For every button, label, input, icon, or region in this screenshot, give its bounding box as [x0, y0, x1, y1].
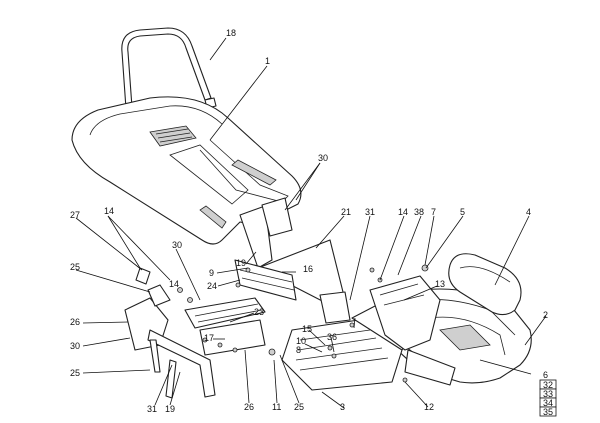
callout-15: 16 [303, 264, 313, 274]
callout-6: 6 [543, 370, 548, 380]
hardware [135, 264, 429, 399]
callout-29: 27 [70, 210, 80, 220]
callout-31-left: 31 [147, 404, 157, 414]
callout-17: 15 [302, 324, 312, 334]
callout-25: 25 [70, 368, 80, 378]
callout-23: 25 [294, 402, 304, 412]
callout-16: 17 [204, 333, 214, 343]
callout-26: 26 [244, 402, 254, 412]
callout-22: 23 [254, 307, 264, 317]
callout-18: 19 [236, 258, 246, 268]
callout-36: 36 [327, 332, 337, 342]
boxed-ref-32: 32 [543, 380, 553, 390]
hood-body [71, 96, 302, 245]
boxed-ref-34: 34 [543, 398, 553, 408]
callout-38: 38 [414, 207, 424, 217]
callout-14-left: 14 [104, 206, 114, 216]
callout-20: 18 [226, 28, 236, 38]
callout-10: 10 [296, 336, 306, 346]
callout-30-top: 30 [318, 153, 328, 163]
callout-13: 13 [435, 279, 445, 289]
callout-11: 11 [272, 402, 281, 412]
rear-bracket [124, 284, 216, 398]
boxed-ref-35: 35 [543, 407, 553, 417]
callout-31-top: 31 [365, 207, 375, 217]
seat-bracket [184, 297, 266, 356]
callout-30-left: 30 [70, 341, 80, 351]
callout-14-center: 14 [169, 279, 179, 289]
floor-panel [369, 275, 456, 386]
callout-14-right: 14 [398, 207, 408, 217]
callout-27: 26 [70, 317, 80, 327]
callout-labels: 18 1 30 27 14 30 19 9 24 16 25 23 17 26 … [70, 28, 548, 414]
boxed-ref-33: 33 [543, 389, 553, 399]
callout-4: 4 [526, 207, 531, 217]
callout-24: 24 [207, 281, 217, 291]
callout-12: 12 [424, 402, 434, 412]
callout-7: 7 [431, 207, 436, 217]
callout-19: 19 [165, 404, 175, 414]
callout-9: 9 [209, 268, 214, 278]
leader-lines [75, 37, 547, 409]
callout-5: 5 [460, 207, 465, 217]
callout-1: 1 [265, 56, 270, 66]
callout-2: 2 [543, 310, 548, 320]
callout-8: 8 [296, 345, 301, 355]
boxed-refs: 32 33 34 35 [539, 379, 557, 417]
callout-30-mid: 30 [172, 240, 182, 250]
callout-21: 21 [341, 207, 351, 217]
front-bracket [234, 197, 351, 324]
callout-28: 25 [70, 262, 80, 272]
callout-3: 3 [340, 402, 345, 412]
